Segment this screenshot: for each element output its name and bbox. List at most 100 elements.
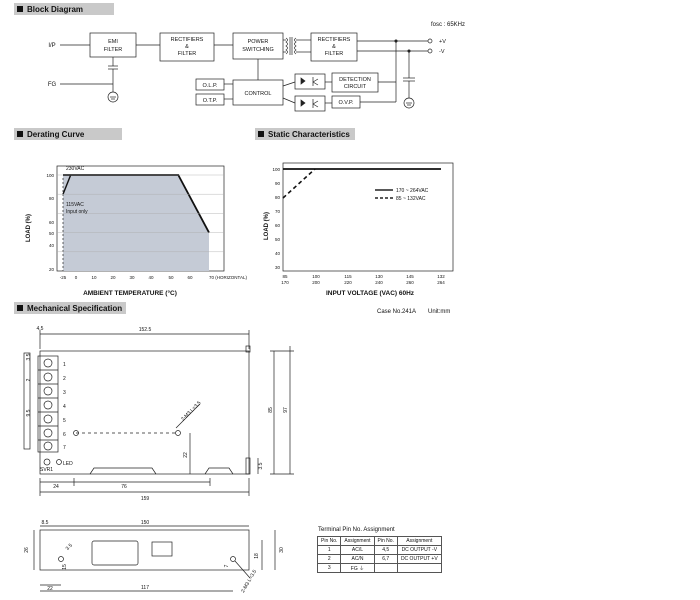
static-xtick-top-2: 100 (312, 274, 320, 279)
dim-9-5: 9.5 (26, 409, 32, 416)
derate-ylabel: LOAD (%) (26, 214, 32, 242)
static-ytick-50: 50 (275, 237, 281, 242)
ann-230vac: 230VAC (66, 166, 85, 172)
table-cell: AC/N (340, 554, 375, 564)
dim-117: 117 (141, 585, 149, 591)
pin-label-2: 2 (63, 376, 66, 382)
derate-ytick-40: 40 (49, 243, 55, 248)
static-ytick-80: 80 (275, 195, 281, 200)
pin-label-7: 7 (63, 445, 66, 451)
mechanical-side-view (33, 525, 276, 592)
static-characteristics-title: Static Characteristics (268, 129, 350, 139)
terminal-screw-3 (43, 386, 53, 396)
emi-line1: EMI (108, 39, 118, 45)
emi-line2: FILTER (104, 47, 123, 53)
optocoupler-2 (294, 95, 326, 112)
dim-76: 76 (121, 484, 127, 490)
static-xtick-bot-1: 170 (281, 280, 289, 285)
derating-line-115vac (62, 174, 72, 195)
terminal-screw-4 (43, 400, 53, 410)
table-header-cell: Assignment (340, 536, 375, 546)
detection-line1: DETECTION (339, 77, 371, 83)
static-xtick-bot-2: 200 (312, 280, 320, 285)
header-bullet-icon (17, 305, 23, 311)
dim-85: 85 (268, 407, 274, 413)
derate-xtick-30: 30 (129, 275, 135, 280)
rect1-line1: RECTIFIERS (171, 37, 204, 43)
vent-slot-small (204, 467, 234, 475)
static-xtick-top-1: 85 (282, 274, 288, 279)
table-row: 3 FG ⏚ (316, 563, 442, 573)
otp-label: O.T.P. (203, 98, 218, 104)
table-row: 2 AC/N 6,7 DC OUTPUT +V (316, 554, 442, 564)
derate-ytick-50: 50 (49, 231, 55, 236)
power-line1: POWER (248, 39, 269, 45)
dim-hole: 2-M3 L=3.5 (180, 400, 202, 422)
olp-label: O.L.P. (203, 83, 218, 89)
table-row: 1 AC/L 4,5 DC OUTPUT -V (316, 545, 442, 555)
terminal-block (37, 355, 59, 453)
dim-18: 18 (254, 553, 260, 559)
side-vent (151, 541, 173, 557)
derate-xtick-40: 40 (148, 275, 154, 280)
static-legend-1: 170 ~ 264VAC (396, 188, 429, 194)
table-cell (396, 563, 442, 573)
dim-3-5-a: 3.5 (26, 353, 32, 360)
vent-slot-top (89, 467, 157, 475)
dim-152-5: 152.5 (139, 327, 152, 333)
detection-circuit-box (331, 72, 379, 93)
table-header-row: Pin No. Assignment Pin No. Assignment (316, 536, 442, 546)
dim-15: 15 (62, 564, 68, 570)
static-xtick-bot-6: 264 (437, 280, 445, 285)
static-ytick-60: 60 (275, 223, 281, 228)
static-xlabel: INPUT VOLTAGE (VAC) 60Hz (326, 290, 415, 297)
header-bullet-icon (17, 6, 23, 12)
table-cell: FG ⏚ (340, 563, 375, 573)
dim-30: 30 (279, 547, 285, 553)
table-cell: 4,5 (373, 545, 398, 555)
terminal-screw-1 (43, 358, 53, 368)
svr-label: SVR1 (40, 467, 53, 473)
unit-label: Unit:mm (428, 309, 450, 315)
fosc-label: fosc : 65KHz (431, 22, 465, 28)
dim-hole-b: 2-M3 L=3.5 (240, 569, 258, 594)
dim-97: 97 (283, 407, 289, 413)
fg-label: FG (48, 82, 57, 88)
control-label: CONTROL (245, 91, 272, 97)
svr-knob (43, 458, 51, 466)
ann-115vac-line2: Input only (66, 209, 88, 215)
rect2-line1: RECTIFIERS (318, 37, 351, 43)
static-xtick-bot-5: 260 (406, 280, 414, 285)
side-cutout (91, 540, 139, 566)
static-ytick-40: 40 (275, 251, 281, 256)
terminal-screw-2 (43, 372, 53, 382)
dim-3-5-b: 3.5 (258, 462, 264, 469)
otp-box (195, 93, 225, 106)
dim-150: 150 (141, 520, 150, 526)
static-xtick-top-6: 132 (437, 274, 445, 279)
derating-curve-header: Derating Curve (14, 128, 122, 140)
table-header-cell: Assignment (396, 536, 442, 546)
mechanical-spec-header: Mechanical Specification (14, 302, 126, 314)
derate-ytick-20: 20 (49, 267, 55, 272)
vminus-label: -V (439, 49, 445, 55)
rectifier-filter-box-2 (310, 32, 358, 62)
vplus-label: +V (439, 39, 446, 45)
mount-hole-2 (175, 430, 181, 436)
mechanical-top-view (23, 330, 294, 496)
static-chart (282, 162, 454, 272)
power-line2: SWITCHING (242, 47, 273, 53)
power-switching-box (232, 32, 284, 60)
dim-8-5: 8.5 (42, 520, 49, 526)
dim-7: 7 (224, 564, 230, 567)
detection-line2: CIRCUIT (344, 84, 367, 90)
static-characteristics-header: Static Characteristics (255, 128, 355, 140)
terminal-screw-5 (43, 414, 53, 424)
emi-filter-box (89, 32, 137, 58)
block-diagram-title: Block Diagram (27, 4, 84, 14)
derate-xtick-10: 10 (91, 275, 97, 280)
static-xtick-bot-3: 220 (344, 280, 352, 285)
derating-curve-title: Derating Curve (27, 129, 85, 139)
static-ytick-90: 90 (275, 181, 281, 186)
